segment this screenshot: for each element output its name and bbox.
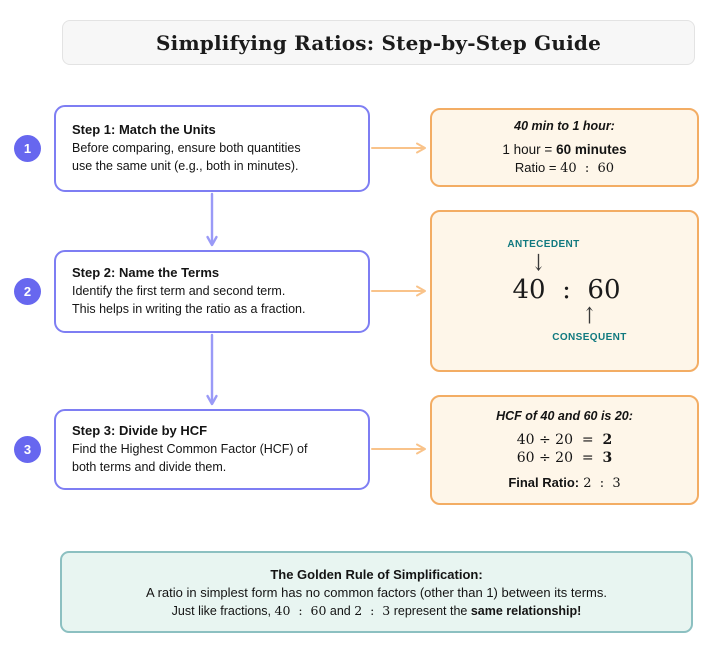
example1-conversion: 1 hour = 60 minutes <box>432 142 697 157</box>
step2-box: Step 2: Name the Terms Identify the firs… <box>54 250 370 333</box>
consequent-label: CONSEQUENT <box>552 331 627 343</box>
example1-ratio: Ratio = 40 : 60 <box>432 160 697 176</box>
example1-box: 40 min to 1 hour: 1 hour = 60 minutes Ra… <box>430 108 699 187</box>
example1-conversion-bold: 60 minutes <box>556 142 627 157</box>
example3-heading: HCF of 40 and 60 is 20: <box>432 409 697 423</box>
step2-line2: This helps in writing the ratio as a fra… <box>72 301 306 316</box>
step2-title: Step 2: Name the Terms <box>72 264 220 280</box>
example1-ratio-prefix: Ratio = <box>514 160 561 175</box>
step1-box: Step 1: Match the Units Before comparing… <box>54 105 370 192</box>
example2-box: ANTECEDENT ↓ 40 : 60 ↑ CONSEQUENT <box>430 210 699 372</box>
step2-number-badge: 2 <box>14 278 41 305</box>
example3-division2: 60 ÷ 20 = 3 <box>432 449 697 467</box>
final-ratio-label: Final Ratio: <box>508 475 580 491</box>
example2-ratio: 40 : 60 <box>512 275 621 306</box>
example1-heading: 40 min to 1 hour: <box>514 119 615 133</box>
antecedent-label: ANTECEDENT <box>507 239 580 251</box>
down-arrow-icon: ↓ <box>531 250 546 278</box>
golden-line2-ratio2: 2 : 3 <box>354 602 391 618</box>
example3-division2-result: 3 <box>602 450 613 466</box>
golden-line2-bold: same relationship! <box>470 603 582 618</box>
example3-division1-expr: 40 ÷ 20 = <box>516 431 603 448</box>
step1-line2: use the same unit (e.g., both in minutes… <box>72 158 299 173</box>
arrowhead-example3-icon <box>416 443 426 455</box>
step3-title: Step 3: Divide by HCF <box>72 422 208 438</box>
arrowhead-step3-icon <box>206 394 218 406</box>
golden-rule-box: The Golden Rule of Simplification: A rat… <box>60 551 693 633</box>
golden-line2-ratio1: 40 : 60 <box>274 602 327 618</box>
step3-box: Step 3: Divide by HCF Find the Highest C… <box>54 409 370 490</box>
example1-conversion-prefix: 1 hour = <box>502 142 557 157</box>
antecedent-pointer: ↓ <box>406 250 671 278</box>
example3-heading-suffix: : <box>628 408 633 423</box>
final-ratio-value: 2 : 3 <box>579 476 621 492</box>
step3-number-badge: 3 <box>14 436 41 463</box>
golden-line2-mid: represent the <box>390 603 471 618</box>
golden-line2-and: and <box>326 603 355 618</box>
arrowhead-step2-icon <box>206 235 218 247</box>
example3-division2-expr: 60 ÷ 20 = <box>516 450 603 466</box>
arrowhead-example1-icon <box>416 142 426 154</box>
example3-heading-prefix: HCF of 40 and 60 is <box>496 408 615 423</box>
golden-rule-line2: Just like fractions, 40 : 60 and 2 : 3 r… <box>62 603 691 618</box>
step1-title: Step 1: Match the Units <box>72 121 216 137</box>
step3-line2: both terms and divide them. <box>72 459 227 474</box>
step1-number-badge: 1 <box>14 135 41 162</box>
golden-line2-prefix: Just like fractions, <box>171 603 275 618</box>
golden-rule-line1: A ratio in simplest form has no common f… <box>146 584 607 600</box>
page-title: Simplifying Ratios: Step-by-Step Guide <box>156 30 601 55</box>
example3-heading-bold: 20 <box>614 408 629 423</box>
arrowhead-example2-icon <box>416 285 426 297</box>
step1-line1: Before comparing, ensure both quantities <box>72 140 301 155</box>
step2-line1: Identify the first term and second term. <box>72 283 286 298</box>
golden-rule-title: The Golden Rule of Simplification: <box>270 566 483 582</box>
consequent-pointer: ↑ <box>457 302 717 330</box>
example3-box: HCF of 40 and 60 is 20: 40 ÷ 20 = 2 60 ÷… <box>430 395 699 505</box>
example3-division1: 40 ÷ 20 = 2 <box>432 431 697 449</box>
example3-final-ratio: Final Ratio: 2 : 3 <box>432 475 697 491</box>
step3-line1: Find the Highest Common Factor (HCF) of <box>72 441 308 456</box>
example3-division1-result: 2 <box>602 431 613 448</box>
up-arrow-icon: ↑ <box>582 302 597 330</box>
example1-ratio-value: 40 : 60 <box>560 161 615 176</box>
title-box: Simplifying Ratios: Step-by-Step Guide <box>62 20 695 65</box>
